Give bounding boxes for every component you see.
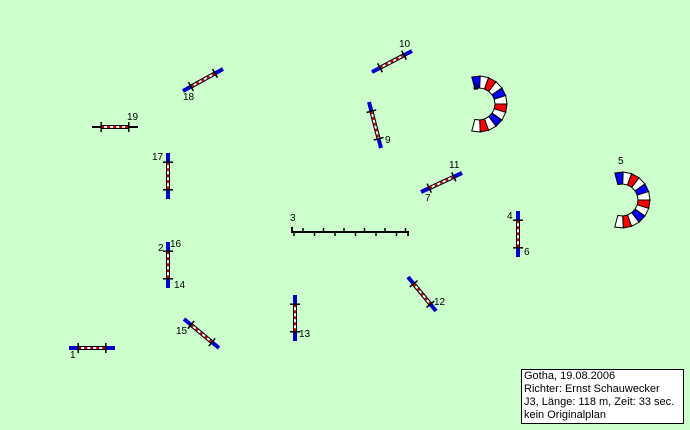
label-1: 1 [70,350,76,361]
info-class-length-time: J3, Länge: 118 m, Zeit: 33 sec. [524,396,675,408]
label-12: 12 [434,297,446,308]
label-8: 8 [473,82,479,93]
jump-9-pole [373,136,384,141]
jump-15-pole [208,337,216,347]
info-location-date: Gotha, 19.08.2006 [524,370,616,382]
label-11: 11 [449,160,460,171]
jump-10-pole [377,63,383,73]
label-10: 10 [399,39,411,50]
tunnel-8-segment [471,118,481,133]
jump-12-pole [426,300,435,308]
label-9: 9 [385,135,391,146]
label-17: 17 [152,152,164,163]
jump-7-11-pole [426,183,432,194]
label-2: 2 [158,243,164,254]
jump-9-pole [366,109,377,114]
jump-7-11-bar-stripes [428,175,455,190]
info-note: kein Originalplan [524,409,606,421]
jump-15-pole [187,320,195,330]
label-7: 7 [425,193,431,204]
label-5: 5 [618,156,624,167]
jump-15-bar-stripes [190,324,213,343]
label-6: 6 [524,247,530,258]
label-14: 14 [174,280,186,291]
label-13: 13 [299,329,311,340]
label-15: 15 [176,326,188,337]
jump-18-pole [211,68,219,79]
jump-10-pole [401,50,407,60]
jump-18-pole [187,81,195,92]
jump-12-bar-stripes [412,283,432,305]
jump-18-bar-stripes [190,72,216,88]
jump-7-11-pole [451,171,457,182]
label-3: 3 [290,213,296,224]
label-19: 19 [127,112,139,123]
course-info-box: Gotha, 19.08.2006 Richter: Ernst Schauwe… [521,369,684,424]
info-judge: Richter: Ernst Schauwecker [524,383,660,395]
label-16: 16 [170,239,182,250]
tunnel-5-segment [614,171,624,186]
label-4: 4 [507,211,513,222]
jump-10-bar-stripes [379,54,405,69]
jump-12-pole [409,280,418,288]
jump-9-bar-stripes [370,110,380,140]
tunnel-5-segment [614,214,624,229]
label-18: 18 [183,92,195,103]
